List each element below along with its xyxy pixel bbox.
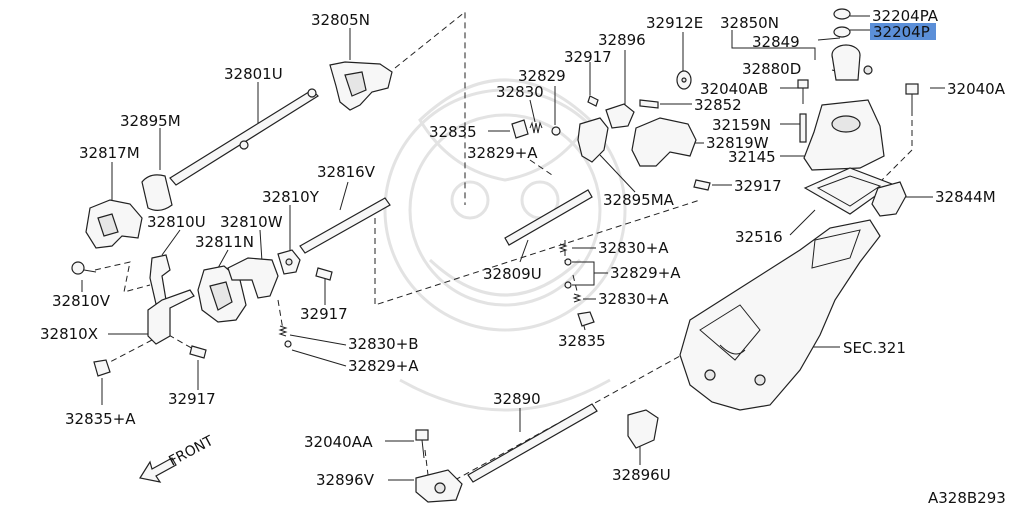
spring-32830 (529, 121, 543, 134)
shift-fork-32817M (85, 199, 143, 249)
plate-32810U (149, 254, 171, 305)
bracket-32895MA (577, 117, 609, 163)
rod-32890 (467, 403, 598, 483)
shift-fork-32805N (329, 61, 393, 111)
label-32159N[interactable]: 32159N (712, 116, 771, 134)
label-32829A[interactable]: 32829+A (467, 144, 538, 162)
label-32835-b[interactable]: 32835 (558, 332, 606, 350)
label-32835[interactable]: 32835 (429, 123, 477, 141)
bushing-32880D (831, 44, 873, 81)
bolt-32810V (71, 261, 97, 275)
lever-32896 (605, 103, 635, 129)
front-arrow-icon (139, 457, 177, 483)
label-32917-lower[interactable]: 32917 (168, 390, 216, 408)
label-32849[interactable]: 32849 (752, 33, 800, 51)
label-32835A[interactable]: 32835+A (65, 410, 136, 428)
rod-32816V (299, 197, 391, 254)
label-32809U[interactable]: 32809U (483, 265, 542, 283)
label-32810U[interactable]: 32810U (147, 213, 206, 231)
label-32896[interactable]: 32896 (598, 31, 646, 49)
part-shapes (71, 8, 919, 503)
pin-32159N (799, 113, 807, 143)
fork-32819W (631, 117, 697, 167)
label-32896U[interactable]: 32896U (612, 466, 671, 484)
label-sec321[interactable]: SEC.321 (843, 339, 906, 357)
label-32850N[interactable]: 32850N (720, 14, 779, 32)
label-32896V[interactable]: 32896V (316, 471, 375, 489)
label-32810V[interactable]: 32810V (52, 292, 111, 310)
label-32040A[interactable]: 32040A (947, 80, 1006, 98)
part-labels: 32805N 32801U 32895M 32817M 32810U 32810… (40, 7, 1006, 507)
label-32852[interactable]: 32852 (694, 96, 742, 114)
label-32040AA[interactable]: 32040AA (304, 433, 373, 451)
label-32145[interactable]: 32145 (728, 148, 776, 166)
pin-32917-top (587, 95, 599, 107)
label-32844M[interactable]: 32844M (935, 188, 996, 206)
plate-32810W (227, 257, 279, 299)
spring-ball-lower (278, 325, 292, 348)
spring-ball-group-right (558, 243, 595, 327)
label-32817M[interactable]: 32817M (79, 144, 140, 162)
bracket-32896U (627, 409, 659, 449)
bolt-32852 (639, 99, 659, 109)
label-32830A-a[interactable]: 32830+A (598, 239, 669, 257)
label-32917-right[interactable]: 32917 (734, 177, 782, 195)
label-32829A-lower[interactable]: 32829+A (348, 357, 419, 375)
label-32830[interactable]: 32830 (496, 83, 544, 101)
label-32204PA[interactable]: 32204PA (872, 7, 939, 25)
pin-32917-right (693, 179, 711, 191)
shifter-housing-32145 (803, 99, 885, 171)
ball-32829 (551, 126, 561, 136)
label-32830B[interactable]: 32830+B (348, 335, 419, 353)
label-32810Y[interactable]: 32810Y (262, 188, 320, 206)
label-32895MA[interactable]: 32895MA (603, 191, 675, 209)
label-32810W[interactable]: 32810W (220, 213, 283, 231)
pin-32917-lower (189, 345, 207, 359)
plate-32810X (147, 289, 195, 345)
transmission-case-sec321 (679, 219, 881, 411)
bolt-32040AA (415, 429, 429, 459)
bolt-32040A (905, 83, 919, 110)
watermark-emblem (383, 78, 627, 412)
plug-32835 (511, 119, 529, 139)
rod-32809U (504, 189, 593, 246)
leader-lines (81, 10, 945, 481)
highlight-box (870, 23, 936, 40)
label-32810X[interactable]: 32810X (40, 325, 98, 343)
washer-32912E (676, 70, 692, 90)
label-32912E[interactable]: 32912E (646, 14, 703, 32)
label-32805N[interactable]: 32805N (311, 11, 370, 29)
block-32810Y (277, 249, 301, 275)
reference-code: A328B293 (928, 489, 1006, 507)
label-32040AB[interactable]: 32040AB (700, 80, 768, 98)
plug-32835A (93, 359, 111, 377)
label-32895M[interactable]: 32895M (120, 112, 181, 130)
bracket-32895M (141, 174, 173, 211)
label-32830A-b[interactable]: 32830+A (598, 290, 669, 308)
label-32880D[interactable]: 32880D (742, 60, 801, 78)
label-32801U[interactable]: 32801U (224, 65, 283, 83)
label-32917-mid[interactable]: 32917 (300, 305, 348, 323)
label-32829[interactable]: 32829 (518, 67, 566, 85)
lever-32896V (415, 469, 463, 503)
label-32811N[interactable]: 32811N (195, 233, 254, 251)
label-32890[interactable]: 32890 (493, 390, 541, 408)
label-32917-top[interactable]: 32917 (564, 48, 612, 66)
snap-ring-32204PA (833, 8, 851, 20)
label-32516[interactable]: 32516 (735, 228, 783, 246)
front-label: FRONT (166, 433, 216, 470)
shift-rod-32801U (169, 88, 319, 186)
pin-32917-mid (315, 267, 333, 281)
label-32204P[interactable]: 32204P (873, 23, 930, 41)
striker-32844M (871, 181, 907, 217)
label-32829A-c[interactable]: 32829+A (610, 264, 681, 282)
bolt-32040AB (797, 79, 809, 104)
snap-ring-32204P (833, 26, 851, 38)
label-32819W[interactable]: 32819W (706, 134, 769, 152)
label-32816V[interactable]: 32816V (317, 163, 376, 181)
